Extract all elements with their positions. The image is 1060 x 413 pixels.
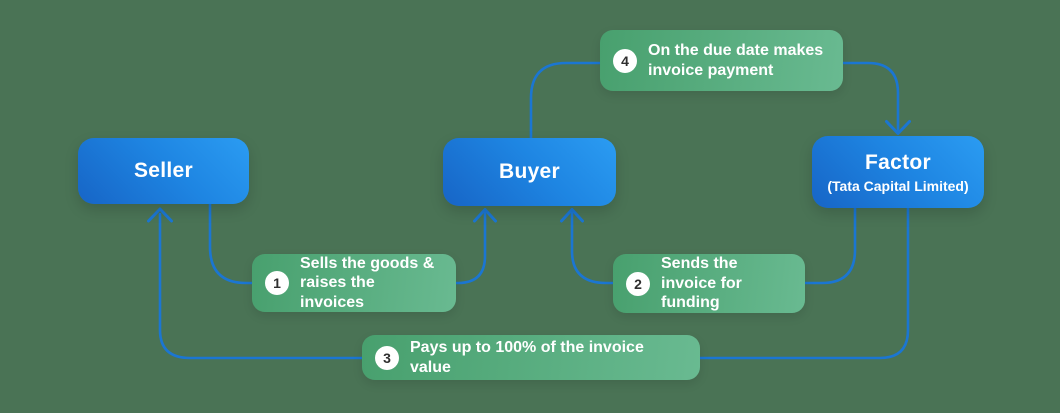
step-4-number-badge: 4 — [613, 48, 637, 73]
seller-label: Seller — [133, 159, 193, 182]
step-3-label: Pays up to 100% of the invoice value — [410, 338, 644, 376]
connector-seller-to-step1 — [208, 202, 254, 285]
step-2-number-badge: 2 — [626, 271, 650, 296]
arrowhead-into-buyer-left-icon — [473, 208, 497, 223]
step-1-label: Sells the goods & raises the invoices — [300, 254, 435, 311]
connector-factor-to-step2 — [803, 206, 857, 285]
step-4-due-date-payment: 4 On the due date makes invoice payment — [600, 30, 843, 91]
buyer-label: Buyer — [498, 160, 561, 183]
connector-step4-to-factor — [841, 61, 900, 132]
step-1-number-badge: 1 — [265, 271, 289, 295]
connector-step2-to-buyer — [570, 211, 615, 285]
arrowhead-into-seller-icon — [147, 207, 173, 223]
arrowhead-into-factor-icon — [885, 120, 911, 135]
node-buyer: Buyer — [443, 138, 616, 206]
step-3-number-badge: 3 — [375, 345, 399, 370]
node-seller: Seller — [78, 138, 249, 204]
step-4-label: On the due date makes invoice payment — [648, 41, 824, 79]
arrowhead-into-buyer-right-icon — [560, 208, 584, 223]
factor-sublabel: (Tata Capital Limited) — [827, 177, 969, 194]
step-3-pays-invoice-value: 3 Pays up to 100% of the invoice value — [362, 335, 700, 380]
step-2-sends-invoice: 2 Sends the invoice for funding — [613, 254, 805, 313]
connector-step1-to-buyer — [454, 211, 487, 285]
node-factor: Factor (Tata Capital Limited) — [812, 136, 984, 208]
factor-label: Factor — [865, 150, 931, 174]
step-1-sells-goods: 1 Sells the goods & raises the invoices — [252, 254, 456, 312]
connector-buyer-to-step4 — [529, 61, 602, 140]
step-2-label: Sends the invoice for funding — [661, 255, 742, 312]
